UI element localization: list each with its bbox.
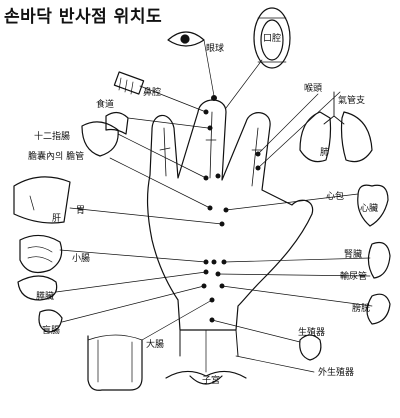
eye-icon	[167, 31, 205, 47]
reflex-points	[201, 95, 261, 323]
small-intestine-icon	[19, 234, 63, 273]
label-mouth: 口腔	[263, 34, 282, 44]
label-gallbladder: 膽囊內의 膽管	[28, 152, 85, 162]
label-eye: 眼球	[206, 44, 225, 54]
hand-outline	[146, 99, 314, 331]
label-heart: 心臟	[360, 204, 379, 214]
label-small-intestine: 小腸	[72, 254, 91, 264]
appendix-icon	[38, 309, 63, 333]
duodenum-icon	[81, 121, 119, 157]
label-external-genitalia: 外生殖器	[318, 368, 355, 378]
esophagus-icon	[105, 111, 129, 135]
label-trachea: 氣管支	[338, 96, 366, 106]
label-ureter: 輸尿管	[340, 272, 368, 282]
mouth-icon	[253, 7, 291, 69]
label-large-intestine: 大腸	[146, 340, 165, 350]
label-throat: 喉頭	[304, 84, 323, 94]
label-stomach: 胃	[76, 206, 86, 216]
label-uterus: 子宮	[202, 376, 221, 386]
liver-icon	[13, 176, 71, 224]
nose-icon	[113, 71, 145, 95]
kidney-icon	[367, 241, 391, 279]
uterus-icon	[165, 370, 247, 385]
reproductive-icon	[299, 334, 322, 361]
label-kidney: 腎臟	[344, 250, 363, 260]
diagram-title: 손바닥 반사점 위치도	[4, 7, 163, 27]
label-pancreas: 膵臟	[36, 292, 55, 302]
label-reproductive: 生殖器	[298, 328, 326, 338]
label-liver: 肝	[52, 214, 62, 224]
lung-icon	[299, 91, 373, 163]
label-duodenum: 十二指腸	[34, 132, 71, 142]
large-intestine-icon	[87, 334, 143, 391]
label-esophagus: 食道	[96, 100, 115, 110]
stomach-icon	[17, 275, 58, 301]
bladder-icon	[366, 293, 391, 325]
label-pericardium: 心包	[326, 192, 345, 202]
label-appendix: 盲腸	[42, 326, 61, 336]
label-nose: 鼻腔	[143, 88, 162, 98]
heart-icon	[357, 184, 389, 227]
label-bladder: 膀胱	[352, 304, 371, 314]
label-lung: 肺	[320, 148, 330, 158]
